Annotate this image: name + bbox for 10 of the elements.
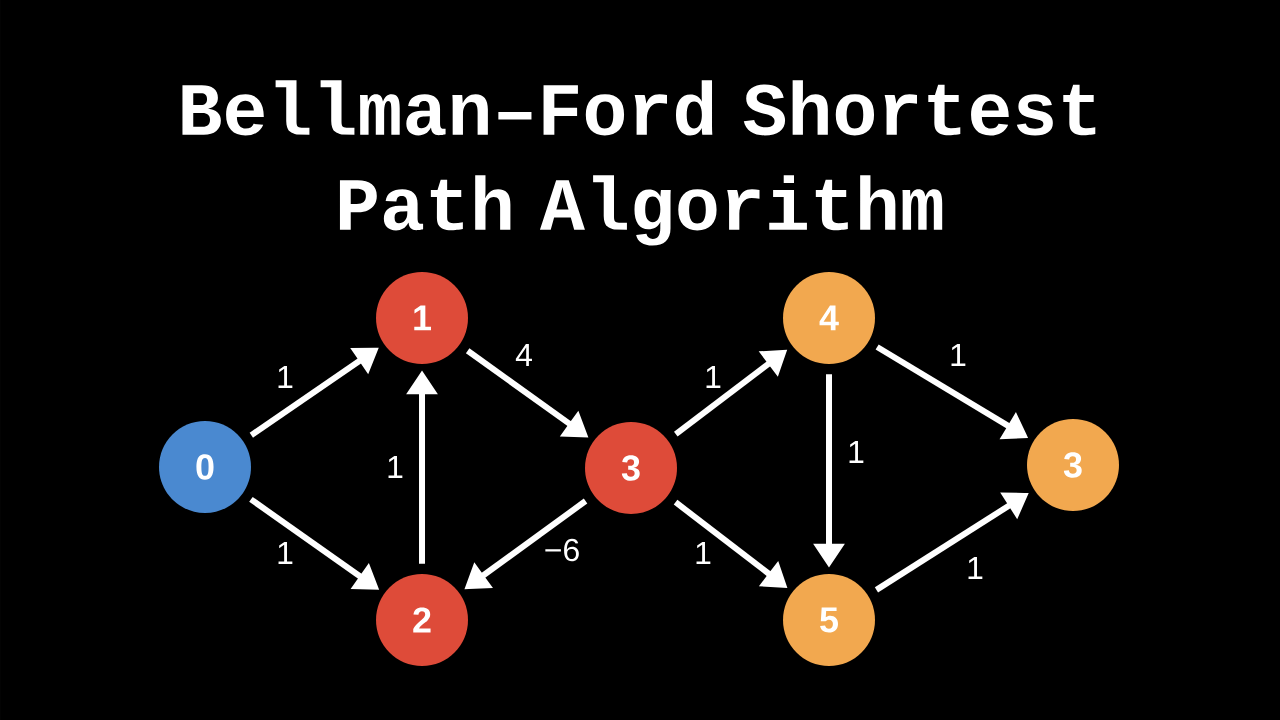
edge-label: 4 <box>513 342 535 368</box>
edge-label: 1 <box>274 540 296 566</box>
edge-label: 1 <box>384 454 406 480</box>
edge-label: 1 <box>702 364 724 390</box>
title: Bellman–Ford Shortest Path Algorithm <box>182 80 1096 246</box>
edge-label: 1 <box>947 342 969 368</box>
edge-label: 1 <box>274 364 296 390</box>
edge-label: 1 <box>692 540 714 566</box>
edge-label: 1 <box>964 555 986 581</box>
edge-label: 1 <box>845 439 867 465</box>
